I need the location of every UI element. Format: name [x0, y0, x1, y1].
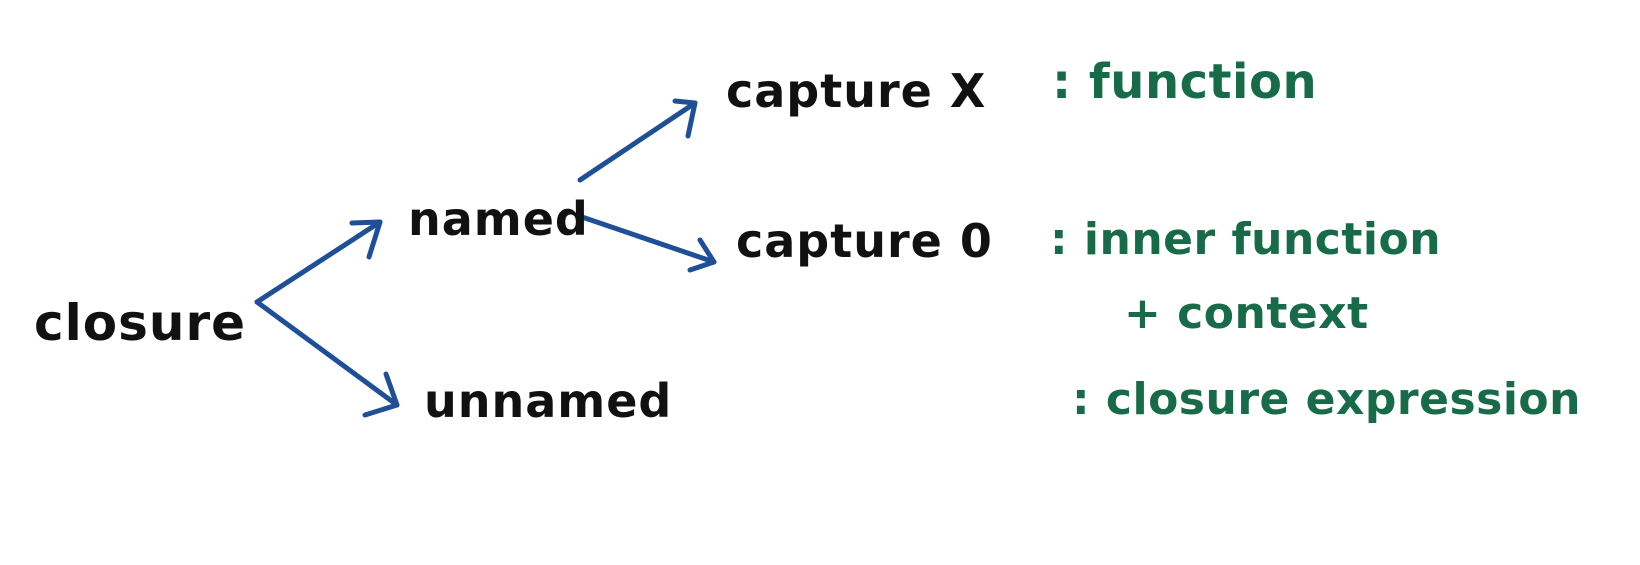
- arrow-named-to-capture-0: [579, 214, 717, 265]
- node-capture-0: capture 0: [736, 214, 993, 268]
- desc-context: + context: [1124, 288, 1369, 339]
- arrow-named-to-capture-0-head: [687, 237, 717, 273]
- node-named: named: [408, 192, 589, 246]
- arrow-closure-to-named: [254, 219, 383, 305]
- arrow-closure-to-unnamed-head: [362, 371, 400, 418]
- node-capture-x: capture X: [726, 64, 987, 118]
- desc-function: : function: [1052, 54, 1318, 110]
- arrow-closure-to-named-head: [349, 219, 383, 260]
- arrow-named-to-capture-x-head: [672, 98, 698, 139]
- node-unnamed: unnamed: [424, 374, 673, 428]
- arrow-named-to-capture-x: [577, 100, 698, 183]
- desc-inner-function: : inner function: [1050, 214, 1442, 265]
- arrow-closure-to-unnamed: [254, 299, 400, 408]
- node-closure: closure: [34, 294, 247, 352]
- desc-closure-expression: : closure expression: [1072, 374, 1581, 425]
